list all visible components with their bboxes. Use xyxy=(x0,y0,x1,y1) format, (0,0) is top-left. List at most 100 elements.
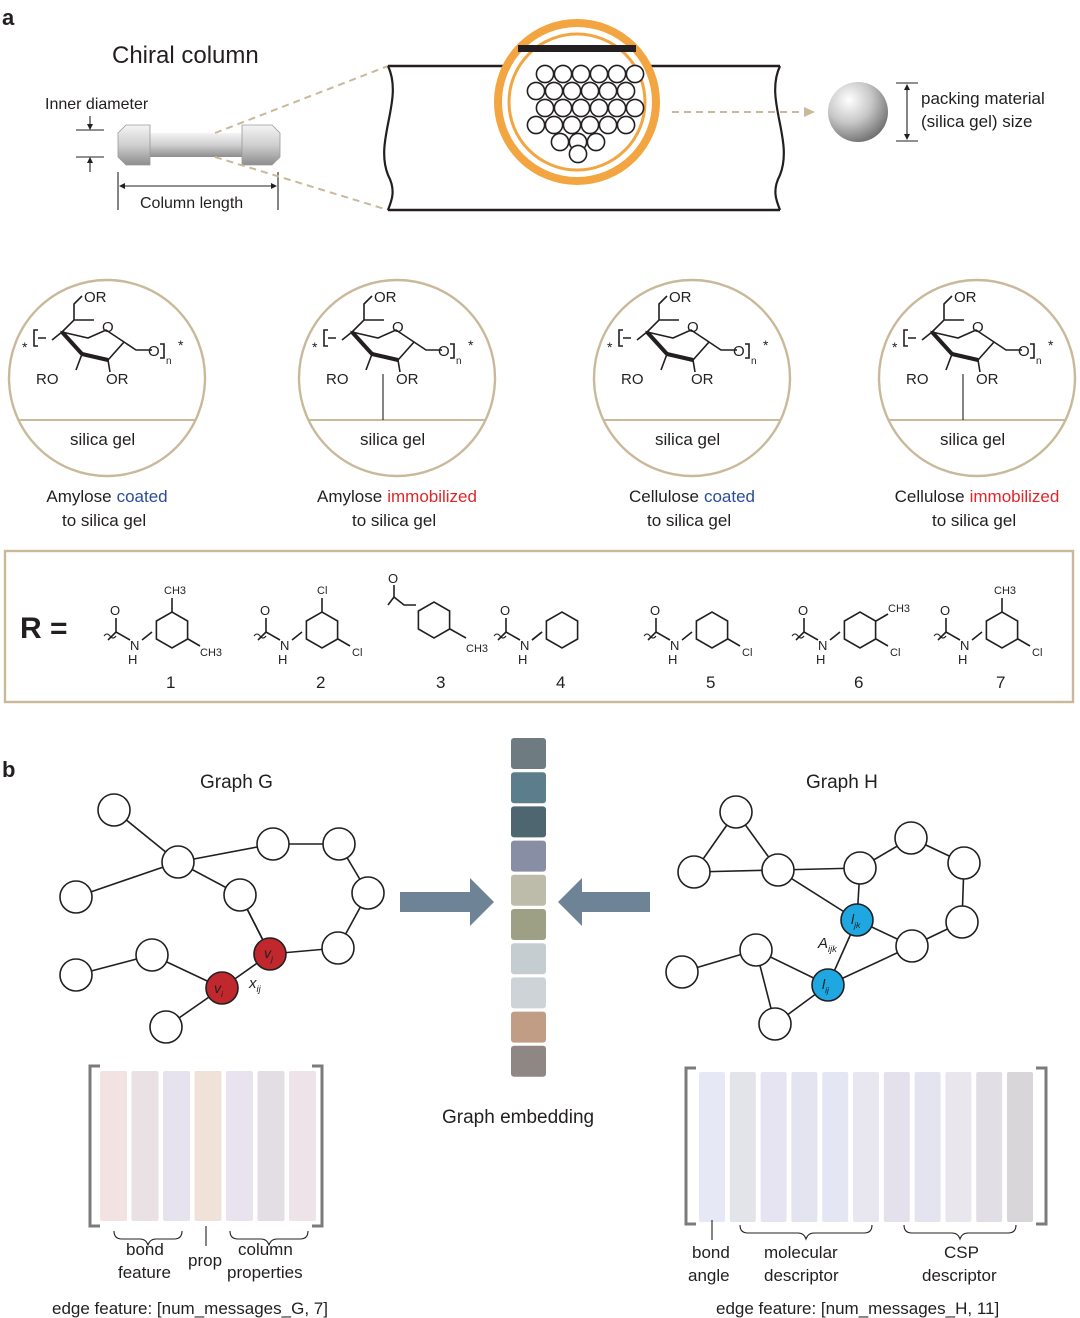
star-right: * xyxy=(178,337,184,353)
or-label: OR xyxy=(374,289,397,306)
graph-h-title: Graph H xyxy=(806,772,878,793)
amide-h: H xyxy=(128,652,137,667)
graph-node xyxy=(895,929,929,963)
ring-o-label: O xyxy=(972,319,984,336)
graph-node xyxy=(59,958,93,992)
chloro-label: Cl xyxy=(317,585,327,597)
star-right: * xyxy=(468,337,474,353)
n-label: n xyxy=(166,356,172,367)
inner-diameter-label: Inner diameter xyxy=(45,96,149,113)
embedding-cell xyxy=(511,840,546,872)
column-cross-section: packing material (silica gel) size xyxy=(383,19,1045,212)
mode-label: coated xyxy=(704,487,755,506)
polymer-name: Amylose xyxy=(46,487,111,506)
silica-gel-label: silica gel xyxy=(360,430,425,449)
polymer-name: Cellulose xyxy=(629,487,699,506)
r-group-number: 1 xyxy=(166,673,175,692)
embedding-cell xyxy=(511,909,546,940)
feature-column xyxy=(699,1072,725,1222)
csp-descriptor-label-1: CSP xyxy=(944,1243,979,1262)
csp-caption: Amylose immobilized xyxy=(317,487,477,506)
ljk-label-sub: jk xyxy=(853,920,861,930)
feature-column xyxy=(976,1072,1003,1222)
xij-label-main: x xyxy=(248,975,257,992)
graph-node xyxy=(161,845,195,879)
lij-label: lij xyxy=(822,976,830,995)
feature-column xyxy=(914,1072,941,1222)
feature-matrix-h xyxy=(684,1066,1048,1226)
silica-gel-label: silica gel xyxy=(655,430,720,449)
graph-g-title: Graph G xyxy=(200,772,273,793)
amide-h: H xyxy=(668,652,677,667)
feature-column xyxy=(791,1072,818,1222)
arrow-h-to-embedding xyxy=(558,878,650,926)
graph-node xyxy=(761,853,795,887)
bond-feature-label-2: feature xyxy=(118,1263,171,1282)
embedding-cell xyxy=(511,772,546,804)
feature-column xyxy=(257,1071,285,1221)
methyl-label: CH3 xyxy=(466,643,488,655)
or2-label: OR xyxy=(976,371,999,388)
column-title: Chiral column xyxy=(112,42,259,69)
link-o-label: O xyxy=(733,343,745,360)
r-group-number: 7 xyxy=(996,673,1005,692)
feature-column xyxy=(945,1072,972,1222)
mode-label: immobilized xyxy=(387,487,477,506)
r-group-number: 5 xyxy=(706,673,715,692)
carbonyl-o: O xyxy=(940,603,950,618)
r-group-number: 4 xyxy=(556,673,565,692)
n-label: n xyxy=(456,356,462,367)
vi-label: vi xyxy=(214,980,224,999)
star-left: * xyxy=(607,339,613,355)
xij-label-sub: ij xyxy=(257,984,262,994)
csp-caption: Amylose coated xyxy=(46,487,167,506)
csp-suffix: to silica gel xyxy=(352,511,436,530)
polymer-name: Amylose xyxy=(317,487,382,506)
n-label: n xyxy=(1036,356,1042,367)
csp-caption: Cellulose coated xyxy=(629,487,755,506)
graph-node xyxy=(719,795,753,829)
embedding-cell xyxy=(511,738,546,769)
column-drawing: Inner diameter Column le xyxy=(45,65,389,212)
graph-node xyxy=(351,876,385,910)
highlighted-node xyxy=(840,903,874,937)
highlighted-node xyxy=(811,968,845,1002)
ljk-label: ljk xyxy=(851,911,861,930)
ro-label: RO xyxy=(326,371,349,388)
arrow-g-to-embedding xyxy=(400,878,494,926)
packing-label-1: packing material xyxy=(921,89,1045,108)
prop-label: prop xyxy=(188,1251,222,1270)
vi-label-sub: i xyxy=(221,989,224,999)
r-group-number: 6 xyxy=(854,673,863,692)
csp-suffix: to silica gel xyxy=(647,511,731,530)
ring-o-label: O xyxy=(102,319,114,336)
graph-node xyxy=(135,938,169,972)
n-label: n xyxy=(751,356,757,367)
amide-h: H xyxy=(278,652,287,667)
csp-suffix: to silica gel xyxy=(62,511,146,530)
mode-label: coated xyxy=(117,487,168,506)
ring-o-label: O xyxy=(392,319,404,336)
chloro-label-2: Cl xyxy=(1032,647,1042,659)
embedding-cell xyxy=(511,806,546,838)
star-left: * xyxy=(22,339,28,355)
csp-descriptor-label-2: descriptor xyxy=(922,1266,997,1285)
vj-label: vj xyxy=(264,945,274,964)
highlighted-node xyxy=(205,971,239,1005)
link-o-label: O xyxy=(1018,343,1030,360)
column-properties-label-2: properties xyxy=(227,1263,303,1282)
graph-embedding xyxy=(511,738,546,1077)
feature-column xyxy=(100,1071,127,1221)
vj-label-main: v xyxy=(264,945,272,961)
panel-label-a: a xyxy=(2,5,15,30)
graph-node xyxy=(945,905,979,939)
lij-label-sub: ij xyxy=(825,985,830,995)
graph-node xyxy=(665,955,699,989)
feature-column xyxy=(760,1072,787,1222)
